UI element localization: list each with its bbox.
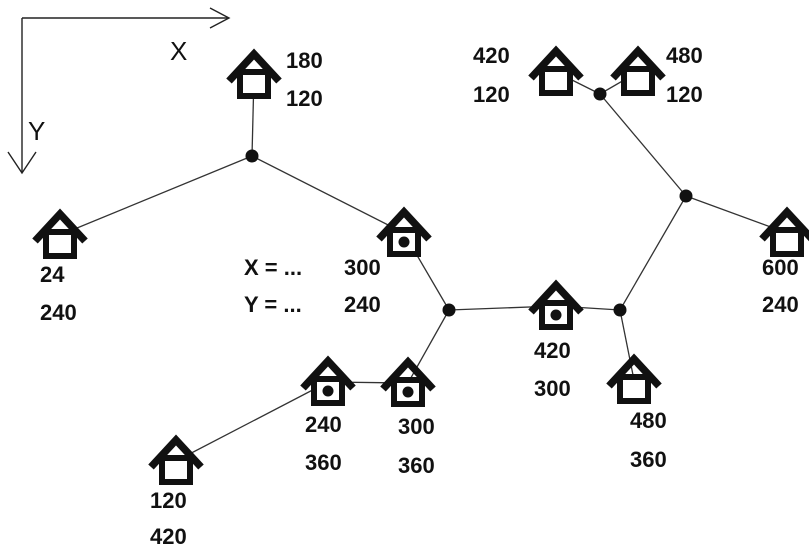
house-x-label: 180 bbox=[286, 48, 323, 73]
house-x-label: 24 bbox=[40, 262, 65, 287]
connection-line bbox=[175, 381, 329, 462]
junctions bbox=[245, 87, 693, 317]
house-y-label: 420 bbox=[150, 524, 187, 549]
house-icon bbox=[610, 45, 666, 96]
house-marker-dot bbox=[550, 309, 562, 321]
house-icon bbox=[32, 208, 88, 259]
house-x-label: 480 bbox=[666, 43, 703, 68]
house-icon bbox=[380, 356, 436, 407]
house-x-label: 420 bbox=[473, 43, 510, 68]
connection-line bbox=[251, 155, 405, 234]
house-body bbox=[159, 455, 193, 485]
house-y-label: 240 bbox=[762, 292, 799, 317]
x-axis-arrowhead bbox=[209, 7, 231, 29]
house-x-label: 240 bbox=[305, 412, 342, 437]
connection-line bbox=[59, 155, 253, 236]
house-body bbox=[617, 374, 651, 404]
house-y-label: 360 bbox=[305, 450, 342, 475]
junction-dot bbox=[613, 303, 627, 317]
house-y-label: 300 bbox=[534, 376, 571, 401]
house-x-label: 300 bbox=[344, 255, 381, 280]
x-axis-label: X bbox=[170, 36, 188, 66]
house-icon bbox=[759, 206, 809, 257]
house-x-label: 300 bbox=[398, 414, 435, 439]
house-y-label: 240 bbox=[344, 292, 381, 317]
house-body bbox=[621, 66, 655, 96]
house-icon bbox=[606, 353, 662, 404]
house-x-label: 600 bbox=[762, 255, 799, 280]
junction-dot bbox=[245, 149, 259, 163]
house-y-label: 360 bbox=[630, 447, 667, 472]
y-axis-arrowhead bbox=[7, 151, 37, 175]
house-body bbox=[391, 377, 425, 407]
axes bbox=[7, 7, 231, 175]
house-icon bbox=[528, 279, 584, 330]
house-x-label: 420 bbox=[534, 338, 571, 363]
connection-line bbox=[619, 195, 687, 311]
connection-line bbox=[599, 93, 687, 197]
junction-dot bbox=[679, 189, 693, 203]
house-x-label: 480 bbox=[630, 408, 667, 433]
junction-dot bbox=[442, 303, 456, 317]
house-x-label: 120 bbox=[150, 488, 187, 513]
house-y-label: 360 bbox=[398, 453, 435, 478]
house-body bbox=[770, 227, 804, 257]
house-marker-dot bbox=[398, 236, 410, 248]
house-icon bbox=[528, 45, 584, 96]
house-marker-dot bbox=[322, 385, 334, 397]
house-body bbox=[311, 376, 345, 406]
house-body bbox=[539, 66, 573, 96]
house-icon bbox=[226, 48, 282, 99]
connection-lines bbox=[59, 71, 788, 462]
connection-line bbox=[619, 309, 635, 381]
junction-dot bbox=[593, 87, 607, 101]
house-y-label: 120 bbox=[666, 82, 703, 107]
house-body bbox=[237, 69, 271, 99]
house-icon bbox=[300, 355, 356, 406]
house-y-label: 120 bbox=[473, 82, 510, 107]
legend-y-line: Y = ... bbox=[244, 292, 302, 317]
house-y-label: 120 bbox=[286, 86, 323, 111]
houses bbox=[32, 45, 809, 485]
house-y-label: 240 bbox=[40, 300, 77, 325]
house-marker-dot bbox=[402, 386, 414, 398]
legend-x-line: X = ... bbox=[244, 255, 303, 280]
y-axis-label: Y bbox=[28, 116, 46, 146]
house-icon bbox=[148, 434, 204, 485]
house-icon bbox=[376, 206, 432, 257]
house-body bbox=[43, 229, 77, 259]
